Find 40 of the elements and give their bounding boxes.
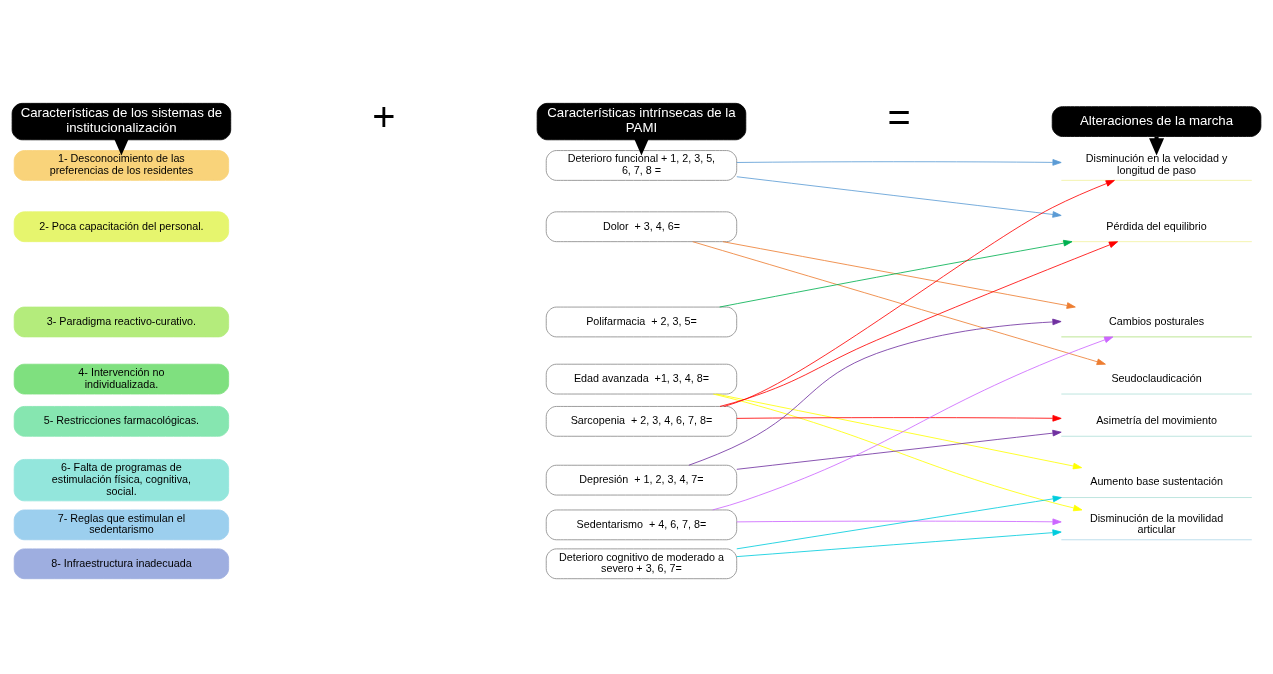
node-text: Asimetría del movimiento xyxy=(1096,413,1217,426)
node-box: 8- Infraestructura inadecuada xyxy=(13,547,230,579)
arrow xyxy=(736,175,1062,218)
node-box: Sarcopenia + 2, 3, 4, 6, 7, 8= xyxy=(545,405,738,437)
arrow xyxy=(736,158,1062,166)
node-box: Deterioro cognitivo de moderado a severo + 3, 6, 7= xyxy=(545,547,738,579)
node-box: 2- Poca capacitación del personal. xyxy=(13,210,230,242)
arrow xyxy=(736,528,1062,557)
arrow xyxy=(692,240,1106,365)
node-box: Depresión + 1, 2, 3, 4, 7= xyxy=(545,464,738,495)
arrow xyxy=(736,518,1062,525)
node-box: 1- Desconocimiento de las preferencias de los residentes xyxy=(13,149,230,181)
arrow xyxy=(736,429,1062,470)
node-box: 3- Paradigma reactivo-curativo. xyxy=(13,306,230,337)
arrow xyxy=(736,495,1062,549)
label: + xyxy=(372,94,396,139)
arrow xyxy=(723,179,1115,407)
arrow xyxy=(712,393,1083,511)
label: = xyxy=(887,94,911,139)
node-box: Edad avanzada +1, 3, 4, 8= xyxy=(545,363,738,394)
node-box: 6- Falta de programas de estimulación física, cognitiva, social. xyxy=(13,458,230,501)
arrow xyxy=(716,393,1083,469)
node-box: Alteraciones de la marcha xyxy=(1051,105,1262,137)
node-box: Sedentarismo + 4, 6, 7, 8= xyxy=(545,509,738,540)
node-box: Polifarmacia + 2, 3, 5= xyxy=(545,306,738,337)
node-box: Deterioro funcional + 1, 2, 3, 5, 6, 7, 8 = xyxy=(545,149,738,181)
node-box: 7- Reglas que estimulan el sedentarismo xyxy=(13,509,230,540)
node-text: Disminución en la velocidad y longitud de paso xyxy=(1085,151,1228,176)
node-text: Pérdida del equilibrio xyxy=(1106,219,1207,232)
node-box: Dolor + 3, 4, 6= xyxy=(545,210,738,242)
arrow xyxy=(736,414,1062,422)
node-text: Cambios posturales xyxy=(1109,314,1205,327)
node-box: 4- Intervención no individualizada. xyxy=(13,363,230,394)
arrow xyxy=(712,336,1114,510)
arrow xyxy=(688,318,1062,466)
node-box: 5- Restricciones farmacológicas. xyxy=(13,405,230,437)
node-text: Disminución de la movilidad articular xyxy=(1089,511,1224,535)
arrow xyxy=(719,240,1119,407)
node-text: Seudoclaudicación xyxy=(1111,371,1202,384)
node-text: Aumento base sustentación xyxy=(1090,474,1223,487)
